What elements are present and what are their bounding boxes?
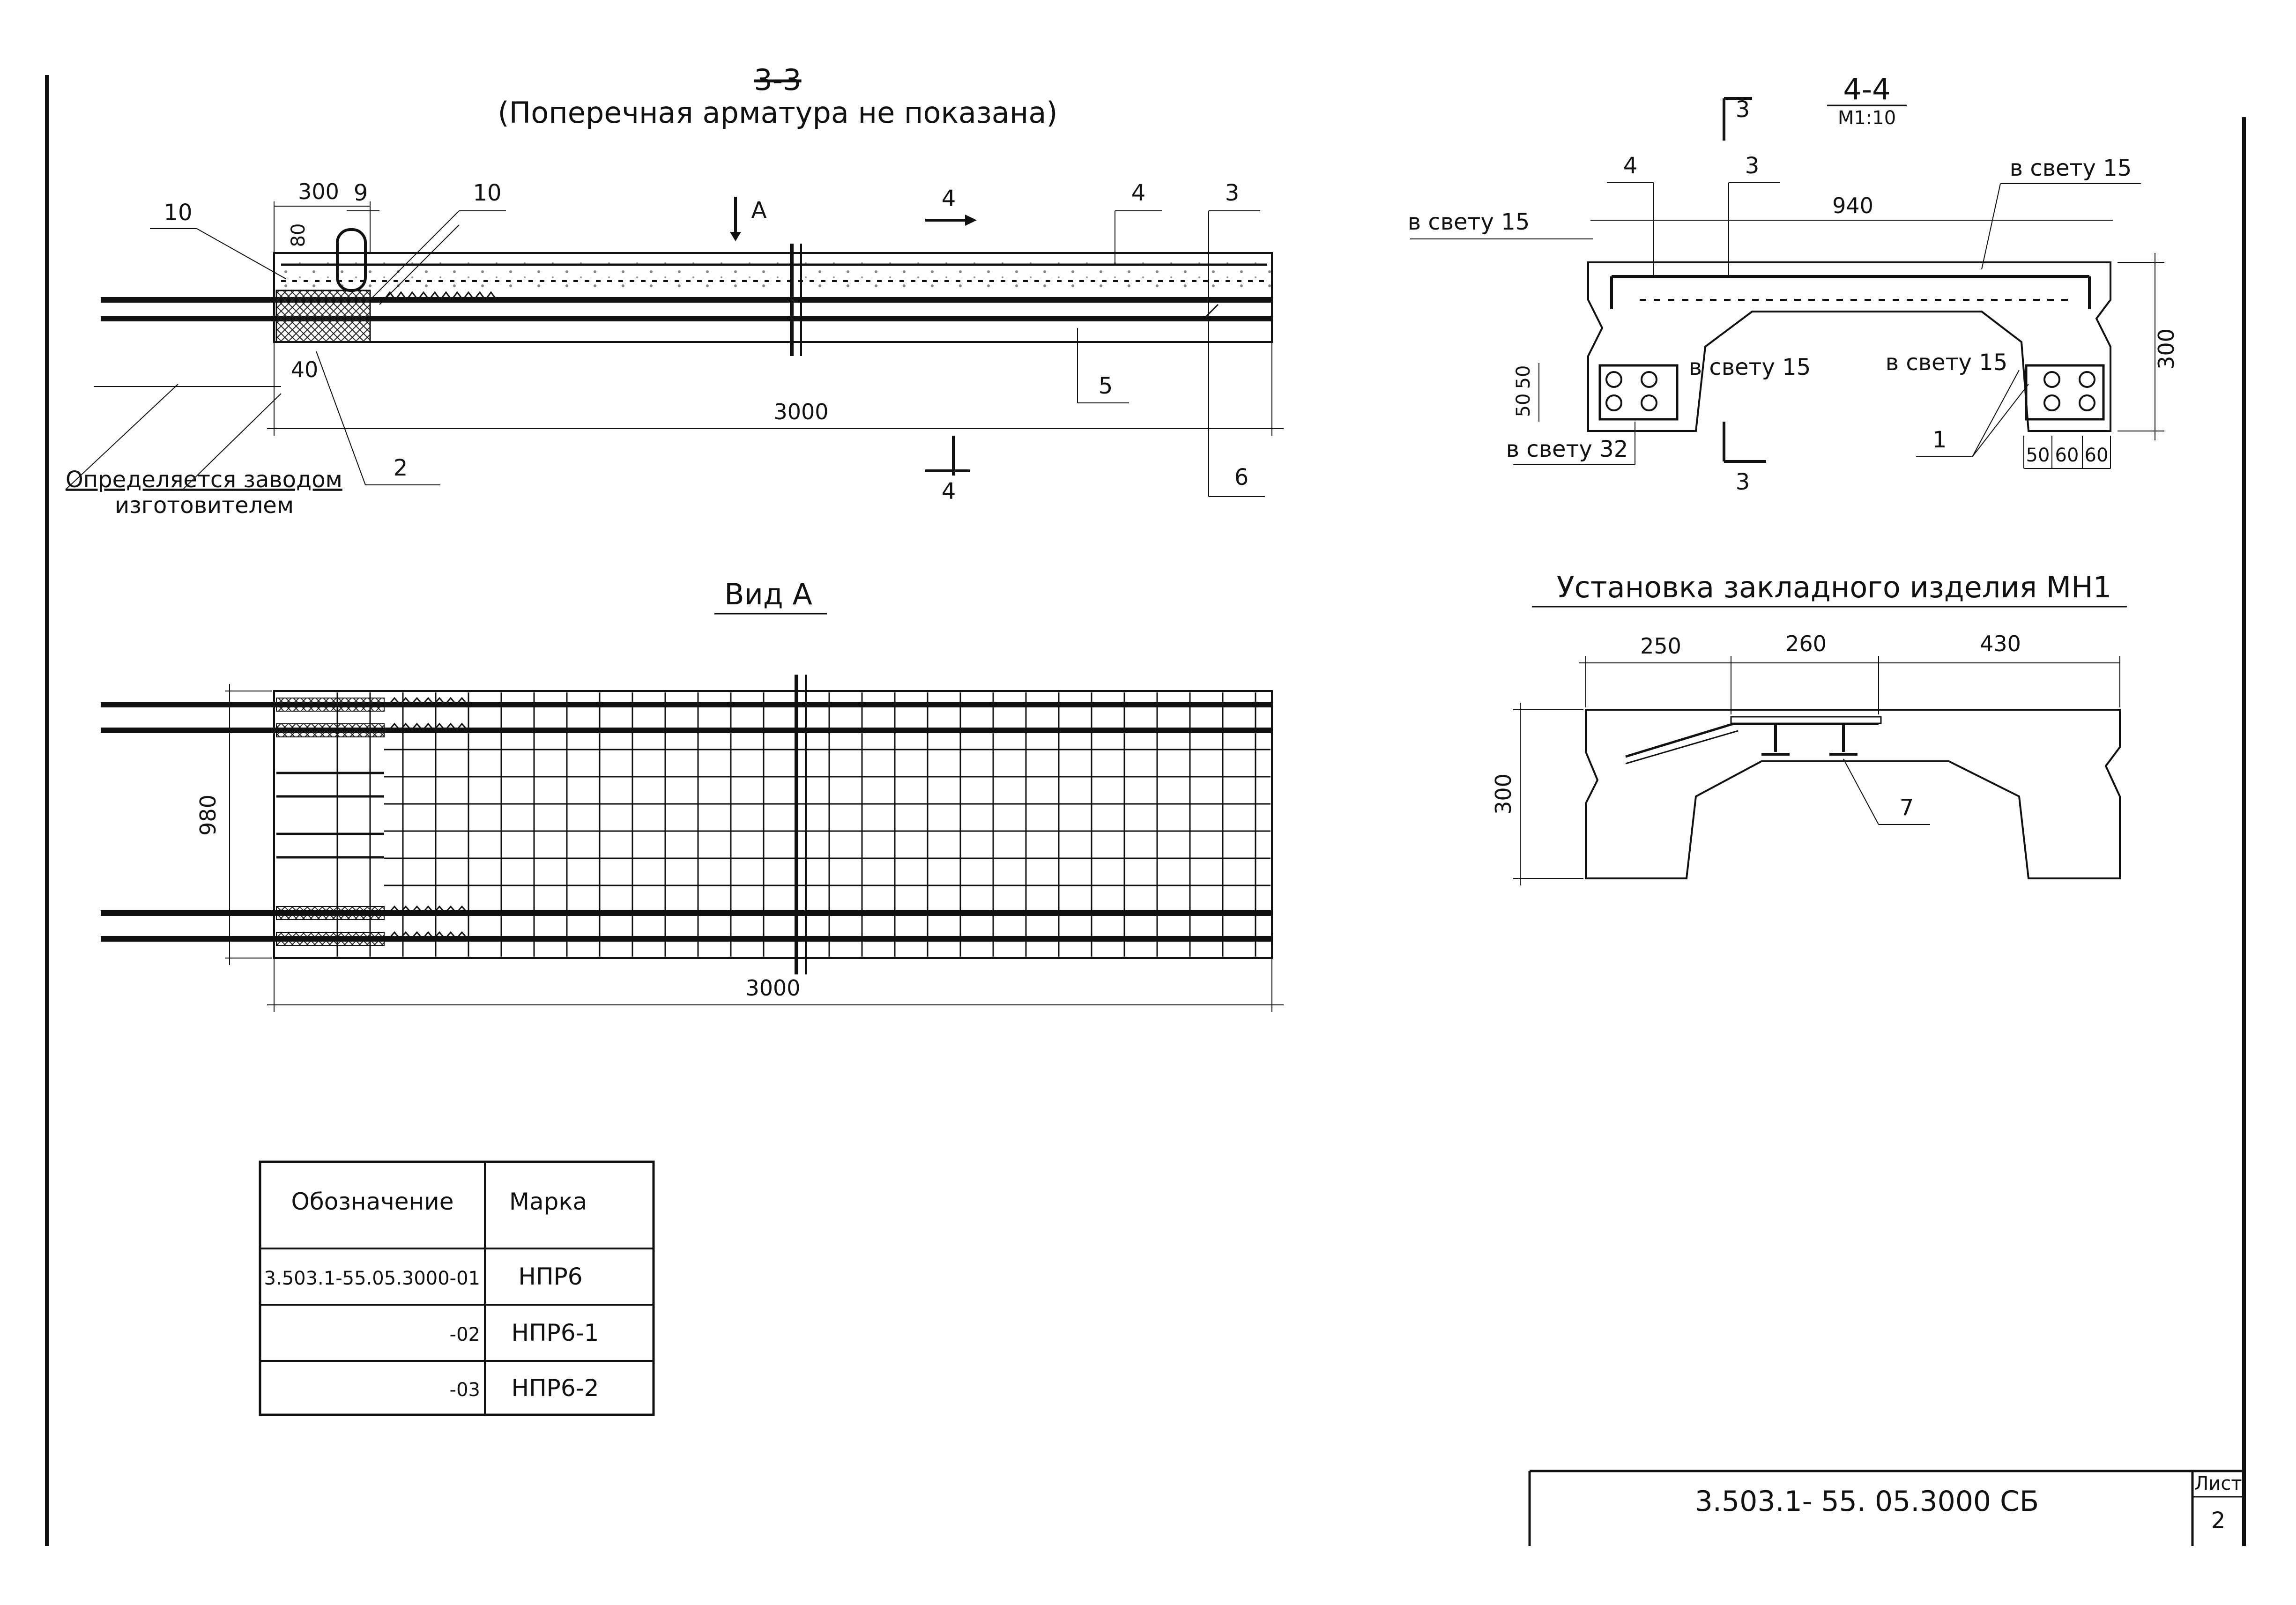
view-a-title: Вид А — [724, 577, 812, 611]
callout-9: 9 — [354, 180, 368, 206]
table-header-mark: Марка — [509, 1188, 587, 1215]
section-4-4-scale: М1:10 — [1838, 107, 1896, 129]
manufacturer-note: Определяется заводом изготовителем — [65, 384, 342, 519]
callout-10-right: 10 — [473, 180, 501, 206]
table-row-mark: НПР6 — [518, 1263, 582, 1290]
section-4-4: 4-4 М1:10 3 3 940 300 — [1408, 72, 2179, 495]
dim-3000-top: 3000 — [773, 399, 828, 424]
dim-300: 300 — [298, 179, 339, 204]
dim-40: 40 — [291, 357, 319, 382]
cut-3-bottom: 3 — [1736, 469, 1750, 495]
callout-2: 2 — [394, 455, 408, 481]
callout-3: 3 — [1225, 180, 1240, 206]
cross-section-outline — [1587, 261, 2111, 432]
dim-80: 80 — [288, 223, 309, 247]
cut-4-bottom: 4 — [942, 478, 956, 505]
callout-6: 6 — [1234, 464, 1249, 490]
callout-3-section: 3 — [1745, 153, 1760, 179]
dim-50-b: 50 — [1513, 394, 1534, 417]
section-3-3-subtitle: (Поперечная арматура не показана) — [498, 96, 1057, 130]
embedded-callout-7: 7 — [1900, 795, 1914, 821]
dim-300-section: 300 — [2154, 328, 2179, 370]
callout-4-section: 4 — [1623, 153, 1638, 179]
table-row-designation: -03 — [450, 1379, 480, 1401]
cut-3-top: 3 — [1736, 97, 1750, 123]
callout-5: 5 — [1099, 373, 1113, 399]
dim-940: 940 — [1832, 193, 1873, 218]
callout-10-left: 10 — [163, 200, 192, 226]
callout-1-section: 1 — [1932, 427, 1947, 453]
dim-3000-view: 3000 — [745, 975, 800, 1001]
note-line-1: Определяется заводом — [66, 467, 342, 493]
dim-980: 980 — [195, 795, 221, 836]
section-4-4-title: 4-4 — [1843, 72, 1890, 106]
sheet-label: Лист — [2194, 1473, 2242, 1494]
dim-430: 430 — [1980, 631, 2021, 656]
note-line-2: изготовителем — [115, 492, 294, 519]
embedded-part-profile — [1585, 709, 2121, 879]
clear-label-mid-right: в свету 15 — [1886, 349, 2007, 376]
dim-60-a: 60 — [2055, 445, 2079, 466]
designation-table: Обозначение Марка 3.503.1-55.05.3000-01 … — [259, 1160, 655, 1416]
clear-label-mid-left: в свету 15 — [1689, 354, 1811, 380]
document-code: 3.503.1- 55. 05.3000 СБ — [1695, 1485, 2039, 1518]
clear-label-left-top: в свету 15 — [1408, 209, 1530, 235]
section-3-3: 3-3 (Поперечная арматура не показана) — [65, 63, 1284, 519]
cut-4-top: 4 — [942, 186, 956, 212]
sheet-frame — [45, 75, 2246, 1546]
dimensions-3-3: 300 80 40 3000 — [94, 179, 1284, 436]
view-a: Вид А 980 3000 — [101, 577, 1284, 1012]
title-block: 3.503.1- 55. 05.3000 СБ Лист 2 — [1528, 1470, 2244, 1546]
callout-4: 4 — [1131, 180, 1146, 206]
dim-60-b: 60 — [2085, 445, 2109, 466]
embedded-part-title: Установка закладного изделия МН1 — [1557, 570, 2111, 604]
table-row-designation: 3.503.1-55.05.3000-01 — [264, 1268, 480, 1289]
clear-label-top-right: в свету 15 — [2010, 155, 2132, 181]
dim-250: 250 — [1640, 633, 1681, 659]
dim-50-a: 50 — [1513, 365, 1534, 389]
beam-longitudinal — [101, 228, 1273, 356]
sheet-number: 2 — [2211, 1508, 2226, 1534]
dim-50-c: 50 — [2026, 445, 2050, 466]
table-row-designation: -02 — [450, 1324, 480, 1345]
dim-260: 260 — [1785, 631, 1827, 656]
embedded-part-detail: Установка закладного изделия МН1 7 250 2… — [1491, 570, 2127, 885]
view-a-arrow-label: A — [751, 197, 767, 223]
table-row-mark: НПР6-1 — [511, 1319, 599, 1346]
section-3-3-title: 3-3 — [754, 63, 801, 97]
callouts-3-3: 10 9 10 4 3 5 6 2 4 — [150, 180, 1265, 505]
table-header-designation: Обозначение — [291, 1188, 454, 1215]
clear-label-bottom-left: в свету 32 — [1506, 436, 1628, 462]
dim-300-embedded: 300 — [1491, 773, 1516, 815]
table-row-mark: НПР6-2 — [511, 1375, 599, 1402]
view-a-outline — [273, 690, 1273, 959]
